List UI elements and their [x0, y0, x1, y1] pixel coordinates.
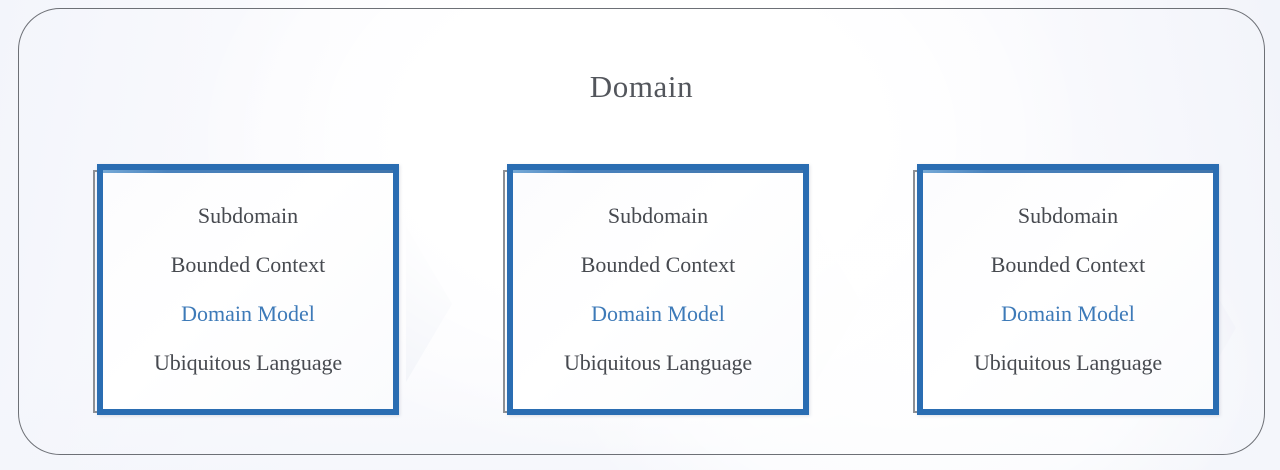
card-body: Subdomain Bounded Context Domain Model U…	[923, 170, 1213, 409]
domain-title: Domain	[589, 69, 694, 104]
card-frame	[97, 164, 399, 415]
card-line-subdomain: Subdomain	[197, 203, 299, 228]
card-frame	[507, 164, 809, 415]
subdomain-card[interactable]: Subdomain Bounded Context Domain Model U…	[913, 164, 1219, 415]
card-line-bounded-context: Bounded Context	[580, 252, 736, 277]
card-line-ubiquitous-language: Ubiquitous Language	[973, 350, 1163, 375]
card-line-domain-model: Domain Model	[1001, 301, 1135, 326]
card-body: Subdomain Bounded Context Domain Model U…	[513, 170, 803, 409]
subdomain-card[interactable]: Subdomain Bounded Context Domain Model U…	[503, 164, 809, 415]
card-body: Subdomain Bounded Context Domain Model U…	[103, 170, 393, 409]
card-line-bounded-context: Bounded Context	[990, 252, 1146, 277]
card-line-ubiquitous-language: Ubiquitous Language	[563, 350, 753, 375]
card-line-domain-model: Domain Model	[181, 301, 315, 326]
card-frame	[917, 164, 1219, 415]
card-line-bounded-context: Bounded Context	[170, 252, 326, 277]
domain-boundary: Domain Subdomain Bounded Context Domain …	[18, 8, 1265, 455]
card-line-ubiquitous-language: Ubiquitous Language	[153, 350, 343, 375]
subdomain-card[interactable]: Subdomain Bounded Context Domain Model U…	[93, 164, 399, 415]
card-line-subdomain: Subdomain	[1017, 203, 1119, 228]
card-line-domain-model: Domain Model	[591, 301, 725, 326]
card-line-subdomain: Subdomain	[607, 203, 709, 228]
